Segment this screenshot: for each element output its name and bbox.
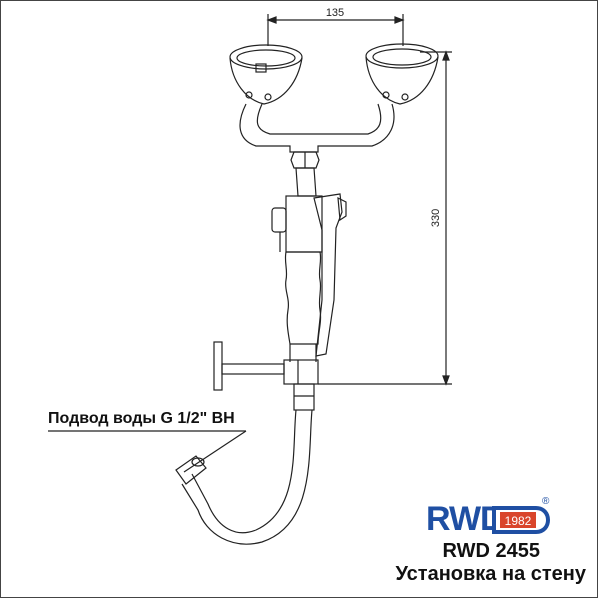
flexible-hose-outer	[191, 409, 297, 534]
logo-year-box	[500, 512, 536, 528]
valve-housing	[285, 195, 323, 253]
valve-side-knob	[271, 207, 287, 233]
connecting-pipe-inner	[256, 103, 382, 135]
lower-fitting	[293, 383, 315, 411]
dimension-arrow	[394, 16, 405, 24]
left-spray-bowl	[229, 44, 303, 105]
wall-flange	[213, 341, 223, 391]
dimension-arrow	[442, 375, 450, 386]
logo-registered-mark: ®	[542, 496, 550, 507]
product-model: RWD 2455	[442, 540, 540, 562]
dimension-width-value: 135	[326, 7, 344, 19]
hex-coupling	[290, 151, 320, 169]
grip-handle	[284, 251, 322, 345]
wall-arm	[221, 363, 285, 375]
logo-year: 1982	[505, 514, 532, 528]
connecting-pipe	[239, 103, 395, 153]
valve-body	[295, 167, 317, 197]
tee-fitting	[283, 359, 319, 385]
water-supply-label: Подвод воды G 1/2" ВН	[48, 410, 235, 427]
right-spray-bowl	[365, 43, 439, 105]
label-leader-line	[183, 430, 247, 473]
push-lever	[313, 193, 343, 357]
dimension-arrow	[266, 16, 277, 24]
lever-tab	[337, 196, 347, 222]
inlet-opening	[191, 457, 205, 467]
inlet-connector	[175, 455, 207, 485]
rwd-logo: RWD 1982 ®	[426, 496, 551, 538]
logo-text: RWD	[426, 500, 504, 538]
dimension-height-value: 330	[430, 209, 442, 227]
product-description: Установка на стену	[395, 563, 586, 585]
flexible-hose-inner	[181, 409, 313, 545]
dimension-arrow	[442, 50, 450, 61]
